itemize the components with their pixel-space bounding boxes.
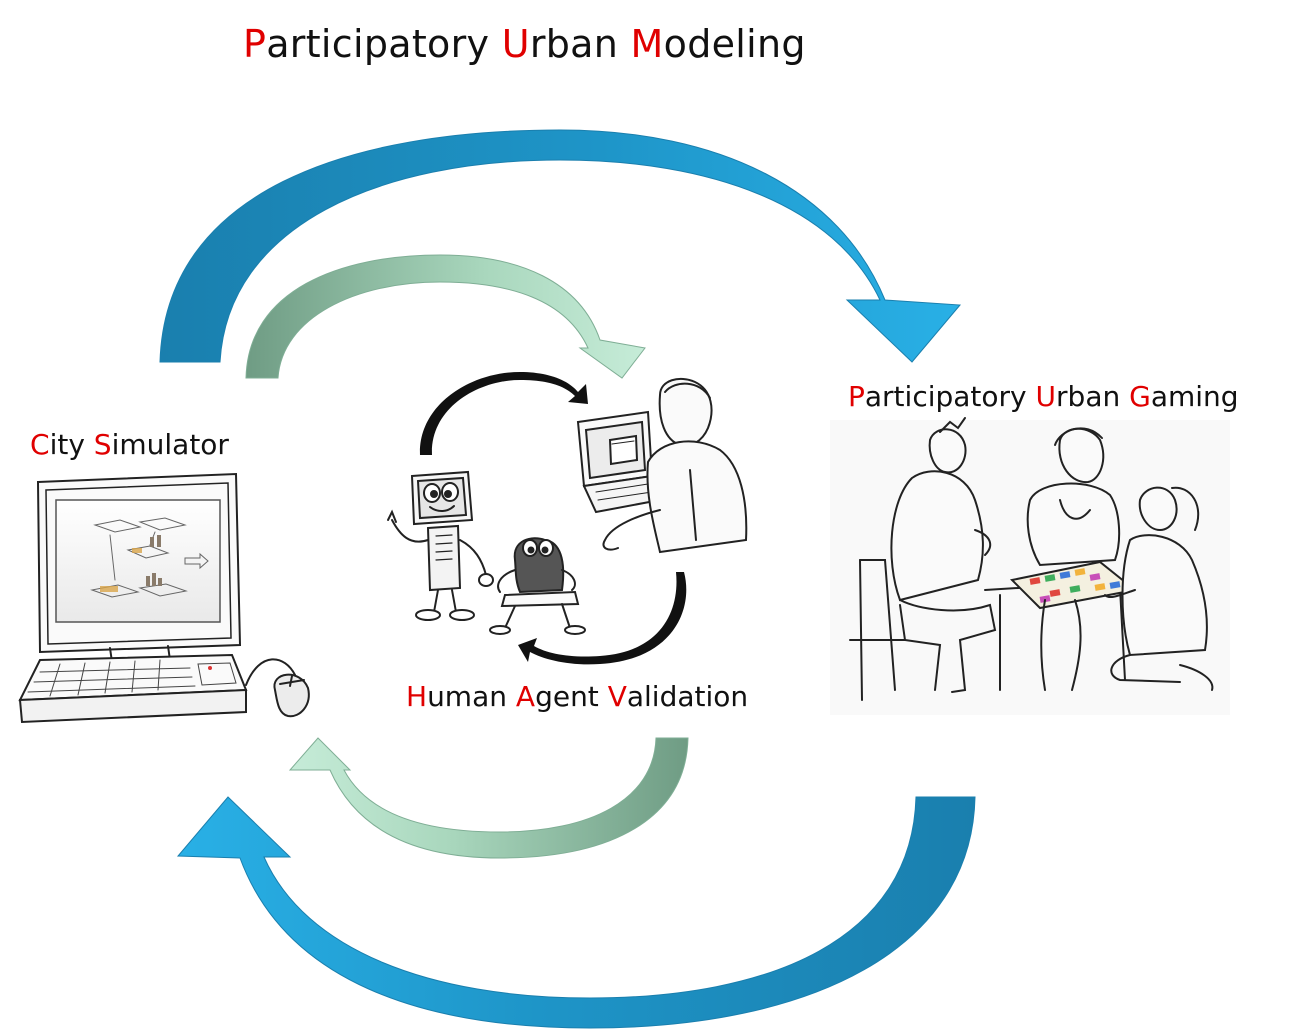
hav-rest-3: alidation bbox=[626, 680, 749, 713]
title-initial-2: U bbox=[501, 22, 530, 66]
city-simulator-label: City Simulator bbox=[30, 428, 229, 461]
participatory-gaming-label: Participatory Urban Gaming bbox=[848, 380, 1239, 413]
city-initial-2: S bbox=[93, 428, 112, 461]
people-playing-board-game-sketch-icon bbox=[830, 417, 1230, 715]
diagram-title: Participatory Urban Modeling bbox=[243, 22, 806, 66]
hav-rest-2: gent bbox=[535, 680, 599, 713]
robots-and-laptop-user-sketch-icon bbox=[387, 372, 748, 665]
gaming-initial-3: G bbox=[1129, 380, 1151, 413]
human-agent-validation-label: Human Agent Validation bbox=[406, 680, 748, 713]
hav-initial-2: A bbox=[515, 680, 536, 713]
city-rest-1: ity bbox=[49, 428, 85, 461]
title-initial-3: M bbox=[630, 22, 664, 66]
city-initial-1: C bbox=[30, 428, 50, 461]
hav-rest-1: uman bbox=[427, 680, 507, 713]
computer-sketch-icon bbox=[18, 472, 310, 724]
inner-bottom-arrow bbox=[288, 737, 689, 859]
hav-initial-3: V bbox=[607, 680, 627, 713]
gaming-initial-2: U bbox=[1035, 380, 1057, 413]
hav-initial-1: H bbox=[406, 680, 428, 713]
inner-top-arrow bbox=[245, 254, 646, 379]
city-rest-2: imulator bbox=[111, 428, 229, 461]
outer-top-arrow bbox=[159, 129, 962, 363]
title-rest-2: rban bbox=[529, 22, 619, 66]
outer-bottom-arrow bbox=[176, 796, 976, 1029]
title-rest-1: articipatory bbox=[266, 22, 490, 66]
title-rest-3: odeling bbox=[663, 22, 806, 66]
gaming-rest-1: articipatory bbox=[864, 380, 1027, 413]
gaming-initial-1: P bbox=[848, 380, 865, 413]
gaming-rest-3: aming bbox=[1150, 380, 1239, 413]
title-initial-1: P bbox=[243, 22, 267, 66]
gaming-rest-2: rban bbox=[1056, 380, 1121, 413]
